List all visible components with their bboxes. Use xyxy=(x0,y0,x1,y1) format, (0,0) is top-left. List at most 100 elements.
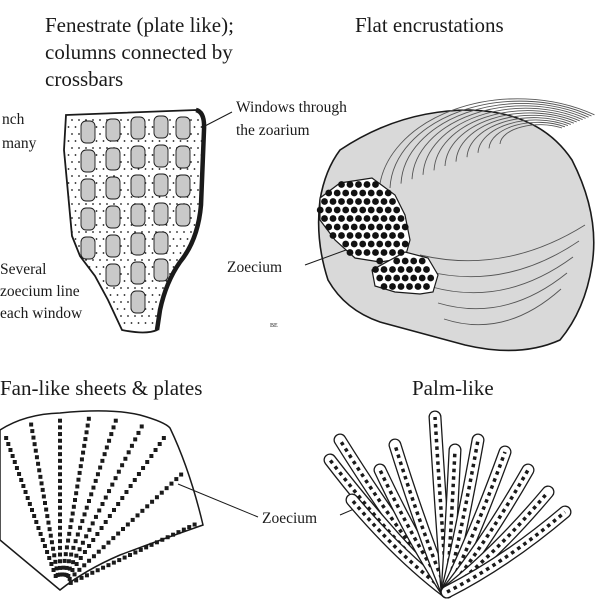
fan-zoecium xyxy=(139,424,144,429)
shell-growth-line xyxy=(499,124,563,145)
stipple-dot xyxy=(151,308,154,310)
fan-zoecium xyxy=(60,572,65,577)
fan-zoecium xyxy=(128,553,132,557)
fan-zoecium xyxy=(74,578,79,583)
zoecium-dot xyxy=(372,215,379,222)
stipple-dot xyxy=(92,175,94,177)
stipple-dot xyxy=(113,301,115,303)
palm-branches xyxy=(323,410,572,599)
fan-zoecium xyxy=(79,575,84,580)
stipple-dot xyxy=(134,259,136,261)
fan-zoecium xyxy=(77,547,82,552)
stipple-dot xyxy=(148,315,150,317)
zoecium-dot xyxy=(401,223,409,231)
fan-zoecium xyxy=(87,527,92,532)
stipple-dot xyxy=(165,140,168,142)
fenestrate-window xyxy=(130,290,146,314)
fan-zoecium xyxy=(116,502,121,506)
stipple-dot xyxy=(74,168,77,170)
fan-zoecium xyxy=(58,465,62,470)
stipple-dot xyxy=(102,196,105,198)
fan-zoecium xyxy=(58,438,62,443)
stipple-dot xyxy=(67,154,70,156)
stipple-dot xyxy=(151,126,154,128)
fenestrate-title-line-2: columns connected by xyxy=(45,40,233,64)
fan-zoecium xyxy=(176,530,181,535)
zoecium-dot xyxy=(329,198,337,205)
fan-zoecium xyxy=(30,429,35,434)
stipple-dot xyxy=(179,238,182,240)
stipple-dot xyxy=(151,252,154,254)
fan-zoecium xyxy=(130,517,135,522)
stipple-dot xyxy=(67,196,70,198)
stipple-dot xyxy=(74,210,77,212)
zoecium-dot xyxy=(384,240,392,248)
stipple-dot xyxy=(200,126,203,128)
stipple-dot xyxy=(151,182,154,184)
fan-zoecium xyxy=(75,484,80,489)
fan-zoecium xyxy=(58,478,62,483)
fan-zoecium xyxy=(120,496,125,500)
stipple-dot xyxy=(102,252,105,254)
stipple-dot xyxy=(127,287,129,289)
zoecium-dot xyxy=(329,215,337,222)
fan-zoecium xyxy=(136,430,141,435)
fan-zoecium xyxy=(58,472,62,477)
zoecia-dots xyxy=(316,181,435,290)
stipple-dot xyxy=(85,119,87,121)
shell-growth-line xyxy=(443,288,562,326)
stipple-dot xyxy=(92,119,94,121)
fan-zoecium xyxy=(17,472,22,476)
fan-zoecium xyxy=(69,518,74,523)
stipple-dot xyxy=(169,147,171,149)
fan-zoecium xyxy=(161,436,166,440)
fan-zoecium xyxy=(128,484,133,488)
stipple-dot xyxy=(123,140,126,142)
fan-zoecium xyxy=(181,527,186,532)
stipple-dot xyxy=(148,133,150,135)
stipple-dot xyxy=(127,203,129,205)
fan-zoecium xyxy=(73,539,78,544)
stipple-dot xyxy=(172,154,175,156)
fan-zoecium xyxy=(79,457,84,462)
stipple-dot xyxy=(123,154,126,156)
zoecium-dot xyxy=(367,240,375,248)
stipple-dot xyxy=(190,189,192,191)
stipple-dot xyxy=(88,266,91,268)
fan-zoecium xyxy=(192,522,197,527)
fan-zoecium xyxy=(140,508,145,513)
fan-zoecium xyxy=(100,458,105,463)
zoecium-dot xyxy=(397,215,405,222)
palm-branch-zoecia xyxy=(433,416,449,593)
fan-zoecium xyxy=(21,484,26,488)
stipple-dot xyxy=(99,273,101,275)
stipple-dot xyxy=(127,217,129,219)
stipple-dot xyxy=(85,231,87,233)
fan-zoecium xyxy=(100,502,105,506)
stipple-dot xyxy=(116,308,119,310)
stipple-dot xyxy=(120,175,122,177)
fan-zoecium xyxy=(23,490,28,494)
stipple-dot xyxy=(113,203,115,205)
stipple-dot xyxy=(123,308,126,310)
stipple-dot xyxy=(169,217,171,219)
zoecium-dot xyxy=(423,283,430,290)
zoecium-dot xyxy=(363,181,371,188)
zoecium-dot xyxy=(372,232,379,239)
shell-growth-line xyxy=(477,119,569,153)
fenestrate-left-note-top: nch many xyxy=(2,111,37,152)
stipple-dot xyxy=(193,182,196,184)
fan-zoecium xyxy=(70,568,75,572)
stipple-dot xyxy=(148,287,150,289)
zoecium-dot xyxy=(384,206,392,214)
stipple-dot xyxy=(99,231,101,233)
stipple-dot xyxy=(123,266,126,268)
fenestrate-thick-edge xyxy=(154,107,207,331)
fan-zoecium xyxy=(135,513,140,518)
stipple-dot xyxy=(78,147,80,149)
stipple-dot xyxy=(123,224,126,226)
zoecium-dot xyxy=(372,249,379,256)
fan-zoecium xyxy=(58,425,62,430)
flat-zoecium-leader xyxy=(304,249,347,266)
stipple-dot xyxy=(71,203,73,205)
